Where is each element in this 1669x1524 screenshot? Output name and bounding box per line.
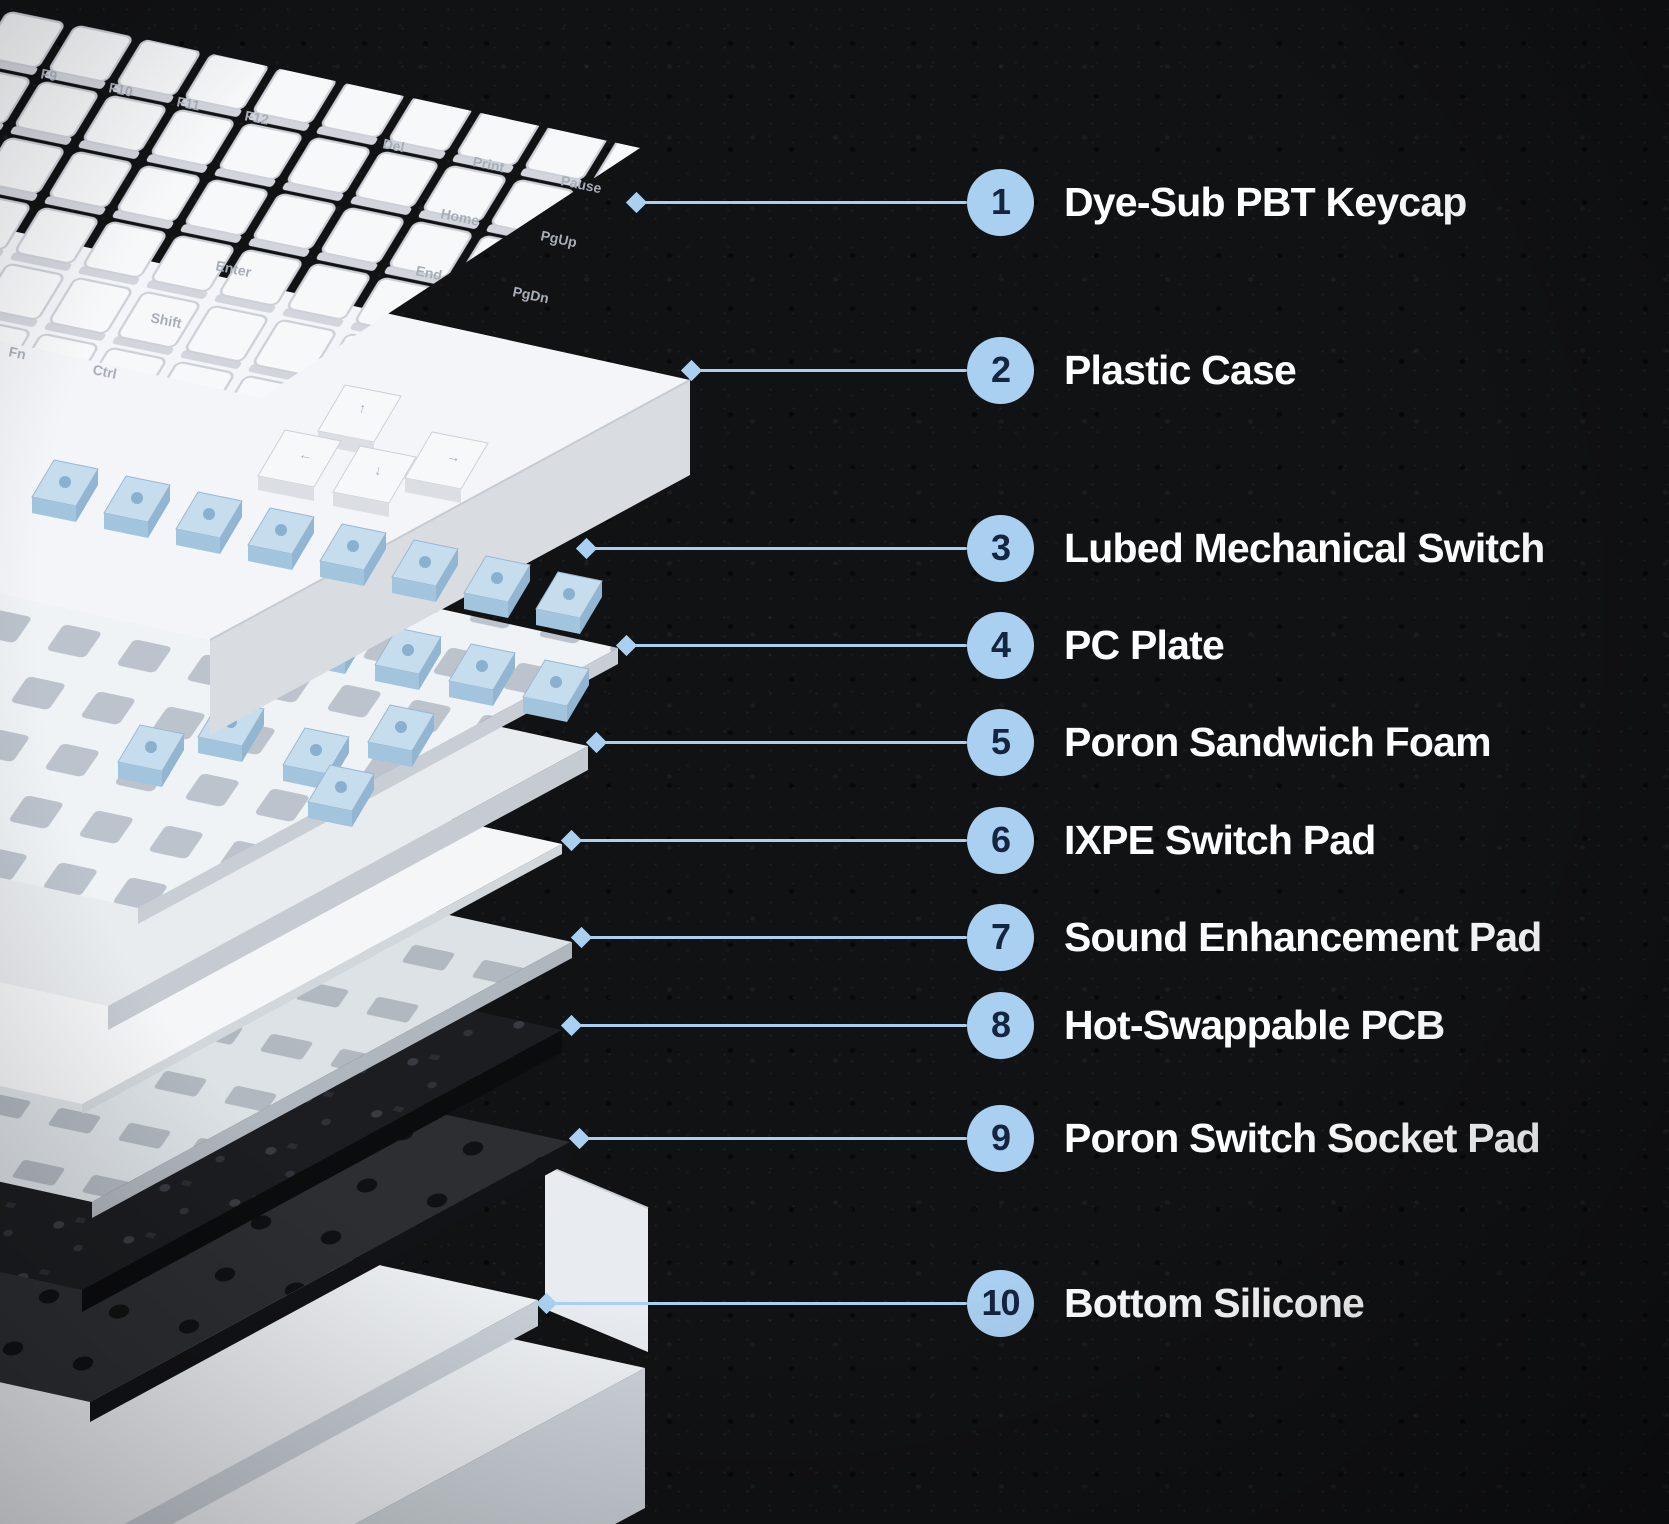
svg-text:Fn: Fn: [7, 343, 27, 362]
callout-label: IXPE Switch Pad: [1064, 816, 1376, 863]
callout-number-badge: 10: [967, 1269, 1034, 1337]
callout-number-badge: 5: [967, 708, 1034, 776]
sandwich-foam-layer: [0, 616, 588, 1030]
callout-number-badge: 6: [967, 806, 1034, 874]
callout-8: 8 Hot-Swappable PCB: [560, 991, 1445, 1059]
callout-9: 9 Poron Switch Socket Pad: [568, 1104, 1541, 1172]
svg-text:Ctrl: Ctrl: [91, 361, 118, 382]
callout-5: 5 Poron Sandwich Foam: [585, 708, 1492, 776]
svg-text:F12: F12: [243, 107, 270, 128]
svg-text:PgUp: PgUp: [539, 227, 578, 250]
callout-label: Hot-Swappable PCB: [1064, 1001, 1445, 1048]
svg-text:↓: ↓: [373, 461, 383, 478]
callout-4: 4 PC Plate: [615, 611, 1225, 679]
switch-row-under-case: [31, 459, 603, 635]
callout-diamond-icon: [625, 191, 648, 213]
callout-label: Lubed Mechanical Switch: [1064, 524, 1545, 571]
svg-text:F9: F9: [39, 65, 58, 84]
callout-label: Plastic Case: [1064, 346, 1297, 393]
callout-label: Sound Enhancement Pad: [1064, 913, 1542, 960]
svg-text:End: End: [414, 262, 443, 283]
callout-diamond-icon: [568, 1127, 591, 1149]
callout-diamond-icon: [575, 537, 598, 559]
callout-number-badge: 3: [967, 514, 1034, 582]
callout-diamond-icon: [560, 1014, 583, 1036]
svg-text:Del: Del: [381, 135, 406, 155]
callout-10: 10 Bottom Silicone: [535, 1269, 1365, 1337]
callout-number-badge: 4: [967, 611, 1034, 679]
callout-line: [575, 838, 967, 842]
svg-text:→: →: [445, 447, 462, 465]
callout-line: [575, 1023, 967, 1027]
callout-line: [550, 1301, 967, 1305]
callout-number-badge: 1: [967, 168, 1034, 236]
top-case-layer: [0, 228, 691, 735]
svg-text:F11: F11: [175, 93, 201, 113]
svg-text:Enter: Enter: [214, 257, 253, 280]
callout-line: [585, 935, 967, 939]
callout-diamond-icon: [585, 731, 608, 753]
svg-text:↑: ↑: [357, 399, 367, 416]
callout-6: 6 IXPE Switch Pad: [560, 806, 1376, 874]
callout-line: [630, 643, 967, 647]
callout-number-badge: 8: [967, 991, 1034, 1059]
poron-socket-pad-layer: [0, 1016, 570, 1422]
svg-text:F10: F10: [107, 79, 134, 100]
callout-label: PC Plate: [1064, 621, 1225, 668]
callout-line: [640, 200, 967, 204]
callout-label: Dye-Sub PBT Keycap: [1064, 178, 1467, 225]
callout-number-badge: 7: [967, 903, 1034, 971]
callout-diamond-icon: [615, 634, 638, 656]
svg-text:PgDn: PgDn: [511, 283, 550, 306]
keycap-layer: F9 F10 F11 F12 Del Print Pause Home PgUp…: [0, 7, 640, 518]
svg-text:Print: Print: [471, 153, 506, 175]
keycap-legends: F9 F10 F11 F12 Del Print Pause Home PgUp…: [7, 65, 603, 478]
callout-label: Poron Sandwich Foam: [1064, 718, 1492, 765]
pc-plate-layer: [0, 512, 618, 924]
sound-enhancement-pad-layer: [0, 816, 572, 1218]
callout-diamond-icon: [560, 829, 583, 851]
svg-text:Shift: Shift: [149, 309, 183, 331]
bottom-silicone-layer: [0, 1181, 538, 1524]
ixpe-pad-layer: [0, 720, 562, 1114]
svg-text:←: ←: [297, 445, 314, 463]
callout-number-badge: 9: [967, 1104, 1034, 1172]
callout-diamond-icon: [680, 359, 703, 381]
svg-text:Home: Home: [439, 205, 481, 229]
callout-line: [590, 546, 967, 550]
callout-diamond-icon: [535, 1292, 558, 1314]
callout-7: 7 Sound Enhancement Pad: [570, 903, 1542, 971]
svg-text:Pause: Pause: [559, 172, 603, 196]
switch-row-on-plate: [117, 611, 590, 828]
callout-diamond-icon: [570, 926, 593, 948]
callout-3: 3 Lubed Mechanical Switch: [575, 514, 1545, 582]
callout-label: Poron Switch Socket Pad: [1064, 1114, 1541, 1161]
pcb-layer: [0, 906, 562, 1312]
callout-1: 1 Dye-Sub PBT Keycap: [625, 168, 1467, 236]
callout-line: [695, 368, 967, 372]
callout-line: [583, 1136, 967, 1140]
callout-2: 2 Plastic Case: [680, 336, 1297, 404]
callout-label: Bottom Silicone: [1064, 1279, 1365, 1326]
callout-line: [600, 740, 967, 744]
callout-number-badge: 2: [967, 336, 1034, 404]
